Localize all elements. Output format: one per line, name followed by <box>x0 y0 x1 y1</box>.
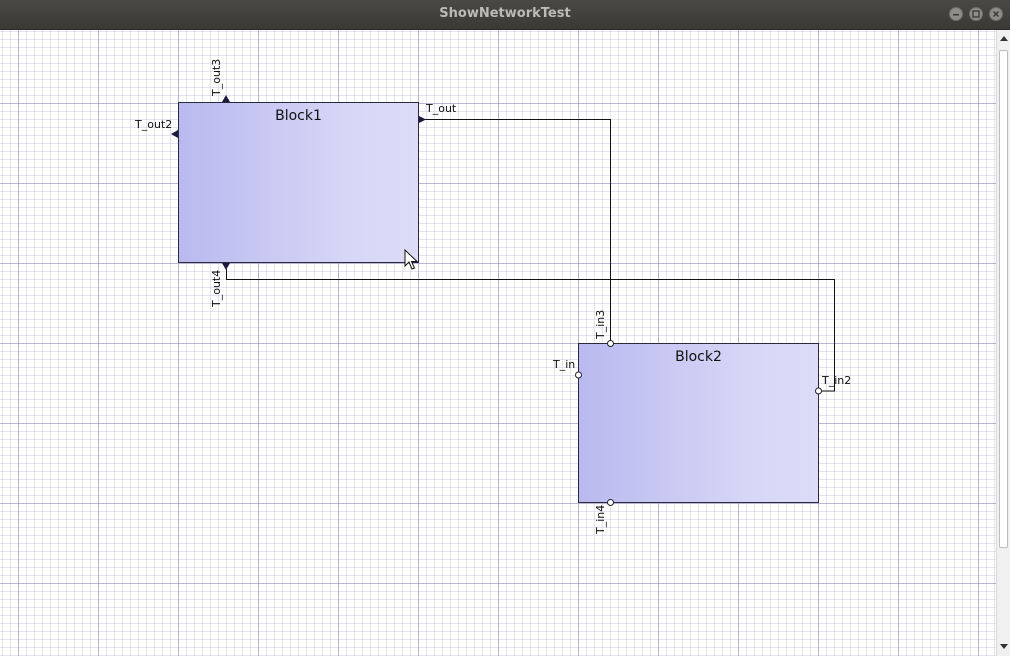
block2[interactable]: Block2 <box>578 343 819 503</box>
scroll-down-arrow-icon[interactable] <box>1000 644 1008 649</box>
block1-title: Block1 <box>275 108 322 124</box>
port-t-out3[interactable] <box>222 95 230 102</box>
window-titlebar: ShowNetworkTest <box>0 0 1010 30</box>
label-t-out2: T_out2 <box>135 118 173 131</box>
port-t-out2[interactable] <box>171 130 178 138</box>
label-t-out3: T_out3 <box>210 58 223 96</box>
label-t-out4: T_out4 <box>210 269 223 307</box>
scrollbar-thumb[interactable] <box>999 50 1008 548</box>
port-t-out[interactable] <box>419 116 426 123</box>
port-t-out4[interactable] <box>222 263 230 270</box>
block2-title: Block2 <box>675 349 722 365</box>
minimize-button[interactable] <box>949 7 963 21</box>
minimize-icon <box>953 14 959 16</box>
label-t-in3: T_in3 <box>594 309 607 339</box>
network-canvas[interactable]: Block1 Block2 T_out2 T_out T_out3 T_out4… <box>0 30 996 656</box>
maximize-icon <box>972 10 980 18</box>
port-t-in[interactable] <box>575 371 582 379</box>
block1[interactable]: Block1 <box>178 102 419 263</box>
port-t-in3[interactable] <box>607 340 614 347</box>
label-t-in2: T_in2 <box>822 374 852 387</box>
close-button[interactable] <box>989 7 1003 21</box>
port-t-in2[interactable] <box>815 387 822 395</box>
label-t-out: T_out <box>426 102 457 115</box>
port-t-in4[interactable] <box>607 499 614 506</box>
label-t-in4: T_in4 <box>594 504 607 534</box>
scroll-up-arrow-icon[interactable] <box>1000 36 1008 41</box>
label-t-in: T_in <box>553 358 576 371</box>
wire-tout-to-tin3[interactable] <box>423 119 611 344</box>
vertical-scrollbar[interactable] <box>996 30 1010 656</box>
port-markers <box>171 95 822 506</box>
mouse-cursor-icon <box>404 249 419 270</box>
window-title: ShowNetworkTest <box>439 6 571 21</box>
close-icon <box>992 10 1000 18</box>
maximize-button[interactable] <box>969 7 983 21</box>
wire-tout4-to-tin2[interactable] <box>226 269 835 392</box>
connection-wires <box>226 119 835 392</box>
